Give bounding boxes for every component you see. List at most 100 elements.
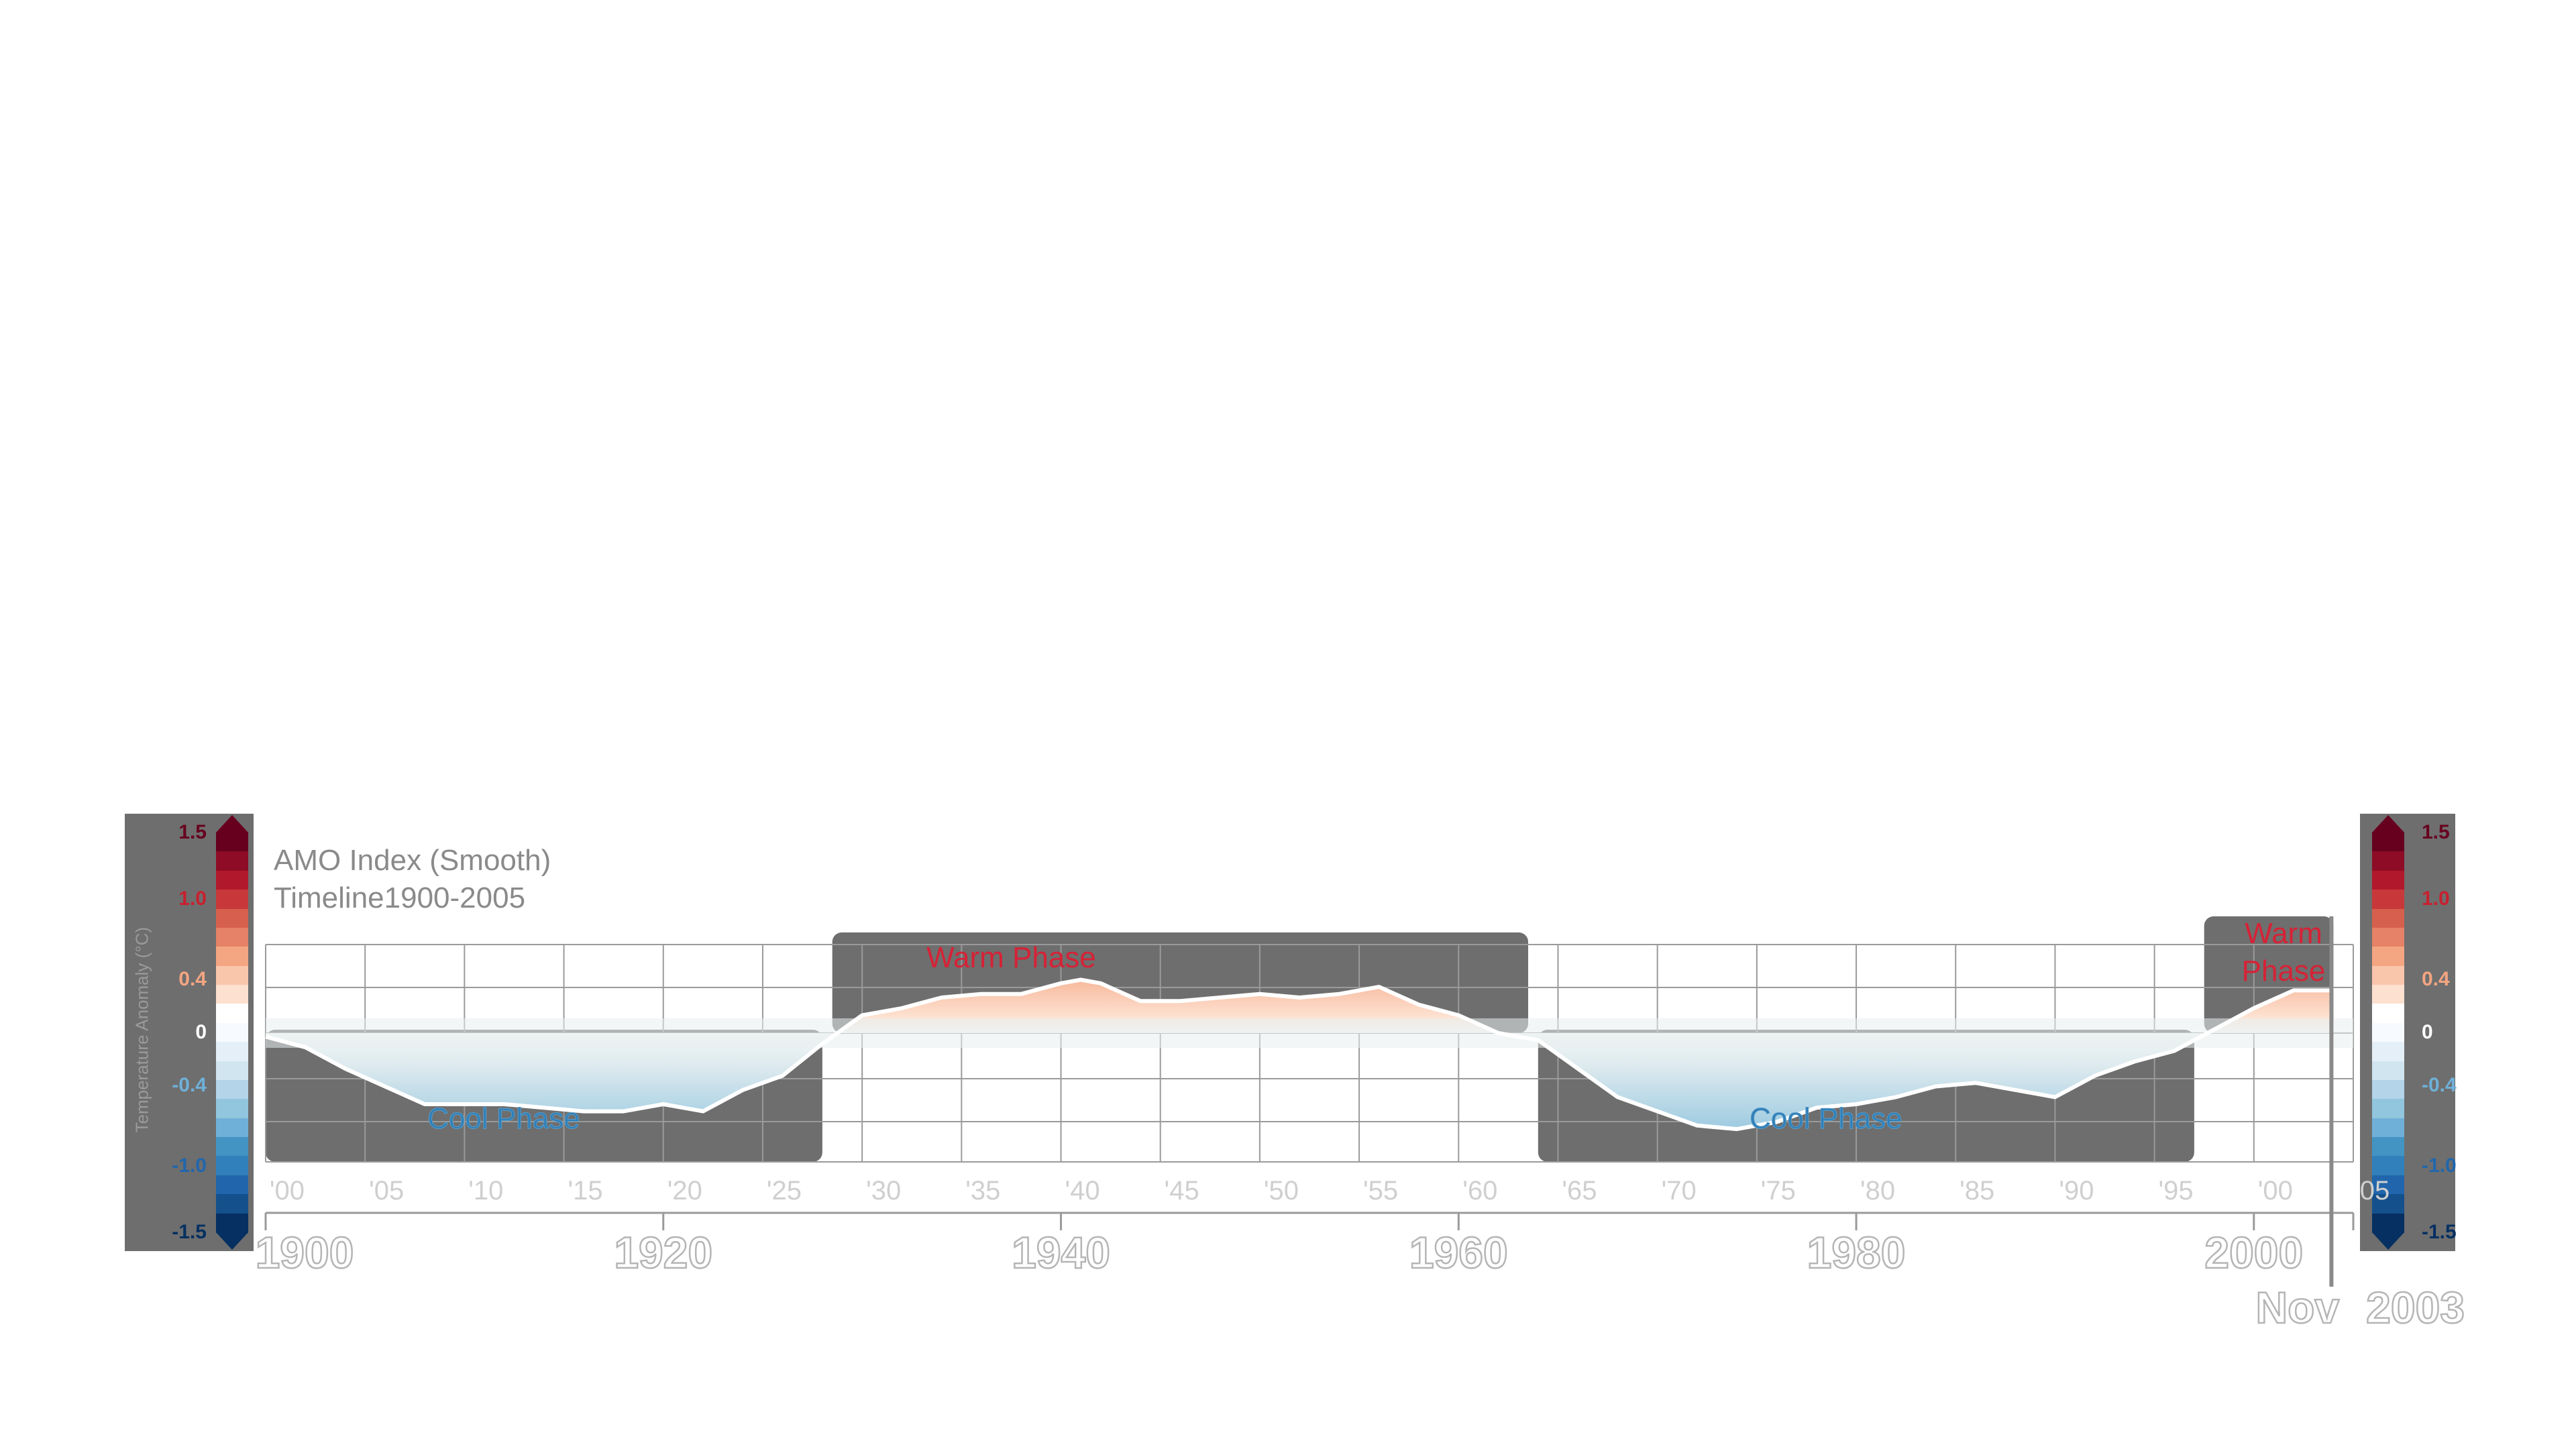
colorbar-tick-label: -0.4	[172, 1074, 207, 1097]
colorbar-segment	[216, 1213, 248, 1233]
x-minor-tick-label: '45	[1165, 1176, 1199, 1205]
colorbar-segment	[2372, 1118, 2404, 1138]
colorbar-arrow-down	[216, 1232, 248, 1250]
colorbar-tick-label: 0	[2422, 1021, 2433, 1043]
colorbar-segment	[216, 833, 248, 853]
x-minor-tick-label: '65	[1562, 1176, 1597, 1205]
colorbar-segment	[2372, 947, 2404, 967]
phase-label: Cool Phase	[427, 1102, 580, 1135]
colorbar-segment	[2372, 1194, 2404, 1214]
zero-band	[266, 1018, 2353, 1048]
colorbar-segment	[2372, 985, 2404, 1005]
colorbar-segment	[216, 908, 248, 928]
colorbar-segment	[216, 851, 248, 871]
colorbar-segment	[2372, 1079, 2404, 1100]
colorbar-segment	[2372, 927, 2404, 948]
colorbar-segment	[2372, 1175, 2404, 1195]
colorbar-segment	[2372, 833, 2404, 853]
x-major-tick-label: 1960	[1409, 1228, 1508, 1277]
colorbar-tick-label: -1.0	[172, 1154, 207, 1177]
colorbar-tick-label: 0	[195, 1021, 207, 1043]
x-minor-tick-label: '15	[568, 1176, 603, 1205]
colorbar-segment	[216, 1137, 248, 1157]
x-minor-tick-label: '00	[270, 1176, 305, 1205]
colorbar-segment	[216, 1194, 248, 1214]
colorbar-segment	[216, 1022, 248, 1043]
colorbar-arrow-up	[2372, 815, 2404, 833]
x-minor-tick-label: '30	[866, 1176, 901, 1205]
x-major-tick-label: 1940	[1012, 1228, 1110, 1277]
colorbar-segment	[2372, 1061, 2404, 1081]
x-minor-tick-label: '05	[369, 1176, 404, 1205]
x-minor-tick-label: '40	[1065, 1176, 1099, 1205]
x-minor-tick-label: '95	[2159, 1176, 2194, 1205]
colorbar-segment	[216, 985, 248, 1005]
colorbar-segment	[2372, 890, 2404, 910]
colorbar-segment	[2372, 1042, 2404, 1062]
x-major-tick-label: 1920	[614, 1228, 712, 1277]
chart-title: AMO Index (Smooth)	[274, 844, 551, 877]
current-date-label: Nov 2003	[2255, 1283, 2465, 1332]
x-minor-tick-label: '70	[1662, 1176, 1697, 1205]
x-major-tick-label: 1900	[256, 1228, 354, 1277]
colorbar-segment	[2372, 1099, 2404, 1119]
x-minor-tick-label: '85	[1960, 1176, 1994, 1205]
colorbar-segment	[216, 870, 248, 891]
colorbar-arrow-up	[216, 815, 248, 833]
current-date-month: Nov	[2255, 1283, 2339, 1332]
colorbar-segment	[2372, 870, 2404, 891]
x-minor-tick-label: '80	[1860, 1176, 1895, 1205]
colorbar-tick-label: 1.0	[2422, 888, 2450, 910]
colorbar-segment	[2372, 965, 2404, 986]
phase-label: Warm Phase	[926, 941, 1096, 974]
colorbar-gradient	[2372, 815, 2404, 1250]
x-major-tick-label: 1980	[1807, 1228, 1906, 1277]
colorbar-segment	[216, 890, 248, 910]
colorbar-segment	[216, 1099, 248, 1119]
x-minor-tick-label: '75	[1761, 1176, 1796, 1205]
phase-label-line: Warm	[2245, 917, 2322, 950]
x-major-tick-label: 2000	[2204, 1228, 2303, 1277]
colorbar-tick-label: 0.4	[2422, 967, 2450, 990]
colorbar-segment	[2372, 1022, 2404, 1043]
colorbar-segment	[2372, 1213, 2404, 1233]
x-minor-tick-label: 05	[2360, 1176, 2390, 1205]
x-minor-tick-label: '35	[965, 1176, 1000, 1205]
colorbar-segment	[216, 1175, 248, 1195]
colorbar-tick-label: -1.5	[2422, 1221, 2457, 1243]
current-date-year: 2003	[2366, 1283, 2465, 1332]
x-minor-tick-label: '00	[2258, 1176, 2293, 1205]
colorbar-tick-label: 1.0	[178, 888, 207, 910]
x-minor-tick-label: '10	[468, 1176, 503, 1205]
colorbar-segment	[216, 1004, 248, 1024]
colorbar-segment	[2372, 1156, 2404, 1176]
colorbar-tick-label: 1.5	[2422, 821, 2450, 843]
colorbar-segment	[2372, 1137, 2404, 1157]
x-minor-tick-label: '60	[1462, 1176, 1497, 1205]
colorbar-arrow-down	[2372, 1232, 2404, 1250]
amo-line	[265, 977, 2332, 1132]
chart-subtitle: Timeline1900-2005	[274, 881, 526, 914]
colorbar-segment	[2372, 908, 2404, 928]
x-minor-tick-label: '20	[667, 1176, 702, 1205]
phase-label: Cool Phase	[1750, 1102, 1902, 1135]
colorbar-gradient	[216, 815, 248, 1250]
x-minor-tick-label: '50	[1264, 1176, 1299, 1205]
amo-area	[266, 979, 2332, 1130]
x-minor-tick-label: '90	[2059, 1176, 2094, 1205]
colorbar-segment	[216, 1156, 248, 1176]
colorbar-segment	[2372, 851, 2404, 871]
colorbar-segment	[216, 1079, 248, 1100]
x-minor-tick-label: '55	[1363, 1176, 1398, 1205]
colorbar-segment	[216, 965, 248, 986]
phase-label-line: Phase	[2242, 955, 2326, 987]
colorbar-segment	[216, 927, 248, 948]
colorbar-segment	[216, 1118, 248, 1138]
colorbar-segment	[2372, 1004, 2404, 1024]
colorbar-tick-label: -0.4	[2422, 1074, 2457, 1097]
colorbar-tick-label: 1.5	[178, 821, 207, 843]
